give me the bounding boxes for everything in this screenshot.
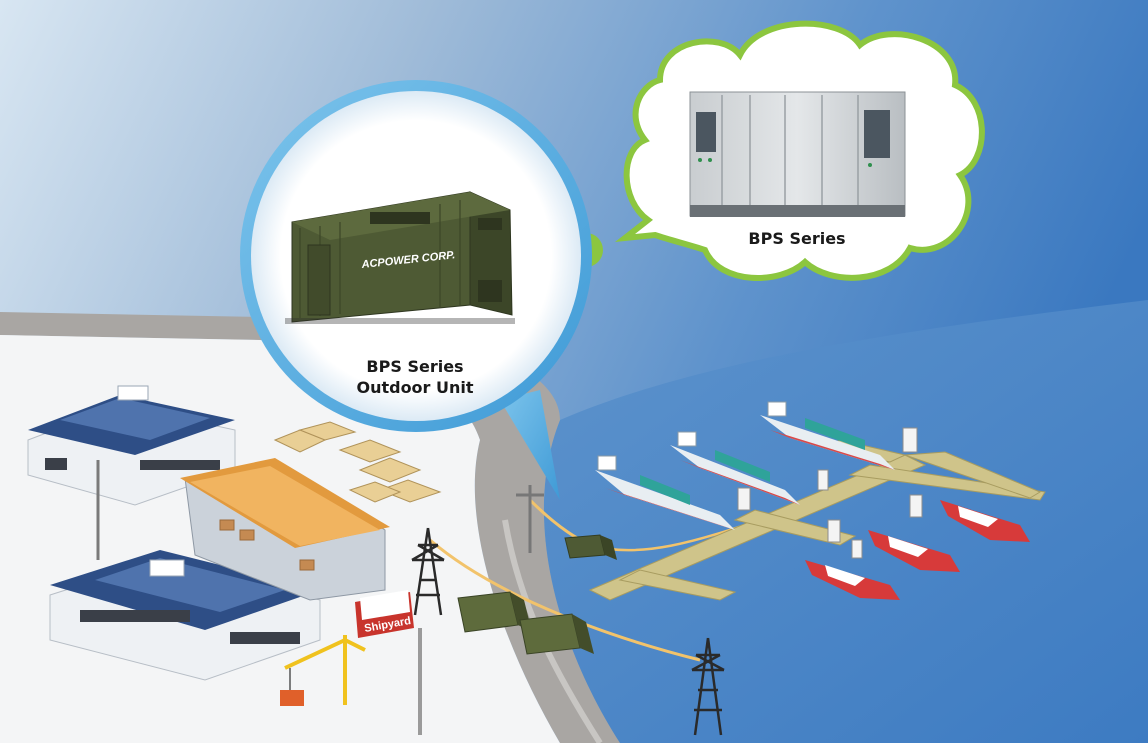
bps-cabinet-image (689, 91, 906, 217)
cloud-callout-label: BPS Series (748, 229, 846, 248)
crane-load (280, 690, 304, 706)
cloud-callout (615, 20, 985, 281)
shore-power-connector (737, 427, 923, 559)
utility-pole (516, 485, 544, 553)
cargo-ship (670, 431, 800, 505)
small-boat (940, 500, 1030, 542)
shipyard-sign: Shipyard (355, 590, 422, 735)
outdoor-unit-container (519, 613, 594, 655)
cargo-ship (760, 401, 895, 470)
cargo-ship (595, 455, 735, 530)
warehouse (180, 458, 390, 601)
office-building (49, 550, 321, 681)
cargo-boxes (273, 421, 442, 503)
small-boat (805, 560, 900, 600)
outdoor-unit-bubble: ACPOWER CORP. (240, 80, 592, 500)
transmission-tower (411, 527, 445, 616)
bubble-label-line1: BPS Series (366, 357, 464, 376)
bubble-label-line2: Outdoor Unit (356, 378, 474, 397)
small-boat (868, 530, 960, 572)
transmission-tower (691, 637, 725, 736)
outdoor-unit-container (564, 534, 617, 560)
office-building (27, 385, 236, 506)
bubble-callout-label: BPS Series Outdoor Unit (330, 356, 500, 398)
outdoor-container-image: ACPOWER CORP. (285, 191, 515, 324)
crane (284, 635, 366, 705)
bubble-tail (500, 390, 560, 500)
sea (543, 300, 1148, 743)
shore-road (0, 312, 620, 743)
